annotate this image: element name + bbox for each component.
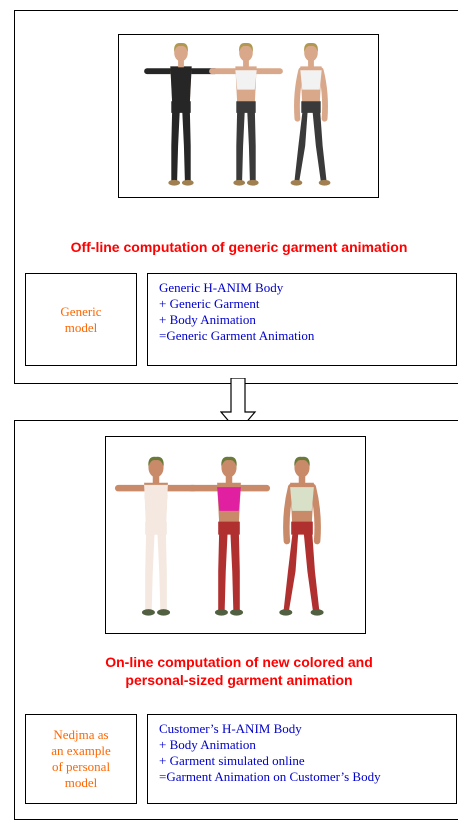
personal-model-box: Nedjma as an example of personal model	[25, 714, 137, 804]
formula-line: + Body Animation	[159, 737, 256, 752]
formula-line: + Garment simulated online	[159, 753, 305, 768]
formula-line: =Generic Garment Animation	[159, 328, 315, 343]
formula-line: Generic H-ANIM Body	[159, 280, 284, 295]
human-figure	[290, 42, 331, 186]
human-figure	[144, 42, 218, 186]
top-panel: Off-line computation of generic garment …	[14, 10, 458, 384]
formula-line: + Generic Garment	[159, 296, 260, 311]
human-figure	[209, 42, 283, 186]
generic-formula-box: Generic H-ANIM Body + Generic Garment + …	[147, 273, 457, 366]
human-figure	[114, 456, 198, 616]
formula-line: + Body Animation	[159, 312, 256, 327]
bottom-caption-line2: personal-sized garment animation	[125, 672, 353, 688]
top-caption: Off-line computation of generic garment …	[70, 239, 408, 255]
bottom-figures-image	[105, 436, 366, 634]
formula-line: =Garment Animation on Customer’s Body	[159, 769, 381, 784]
generic-model-label: Generic model	[60, 303, 102, 335]
personal-garment-figures	[114, 456, 324, 616]
generic-model-box: Generic model	[25, 273, 137, 366]
bottom-caption-line1: On-line computation of new colored and	[105, 654, 373, 670]
personal-formula-box: Customer’s H-ANIM Body + Body Animation …	[147, 714, 457, 804]
bottom-panel: On-line computation of new colored and p…	[14, 420, 458, 820]
human-figure	[279, 456, 324, 616]
generic-garment-figures	[144, 42, 331, 186]
top-figures-image	[118, 34, 379, 198]
human-figure	[187, 456, 271, 616]
personal-model-label: Nedjma as an example of personal model	[51, 727, 111, 790]
formula-line: Customer’s H-ANIM Body	[159, 721, 302, 736]
